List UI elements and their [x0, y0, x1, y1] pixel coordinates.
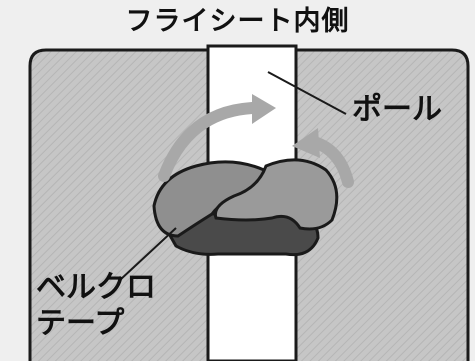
- velcro-strap-flap: [213, 158, 339, 231]
- arrow-left-head: [252, 94, 276, 124]
- diagram-title: フライシート内側: [125, 6, 350, 37]
- arrow-right-head: [292, 128, 320, 158]
- velcro-leader-line: [119, 227, 177, 281]
- label-velcro-tape: ベルクロ テープ: [36, 270, 156, 341]
- pole-leader-line: [267, 71, 347, 115]
- label-pole: ポール: [352, 92, 442, 127]
- arrow-left-curve: [158, 102, 258, 182]
